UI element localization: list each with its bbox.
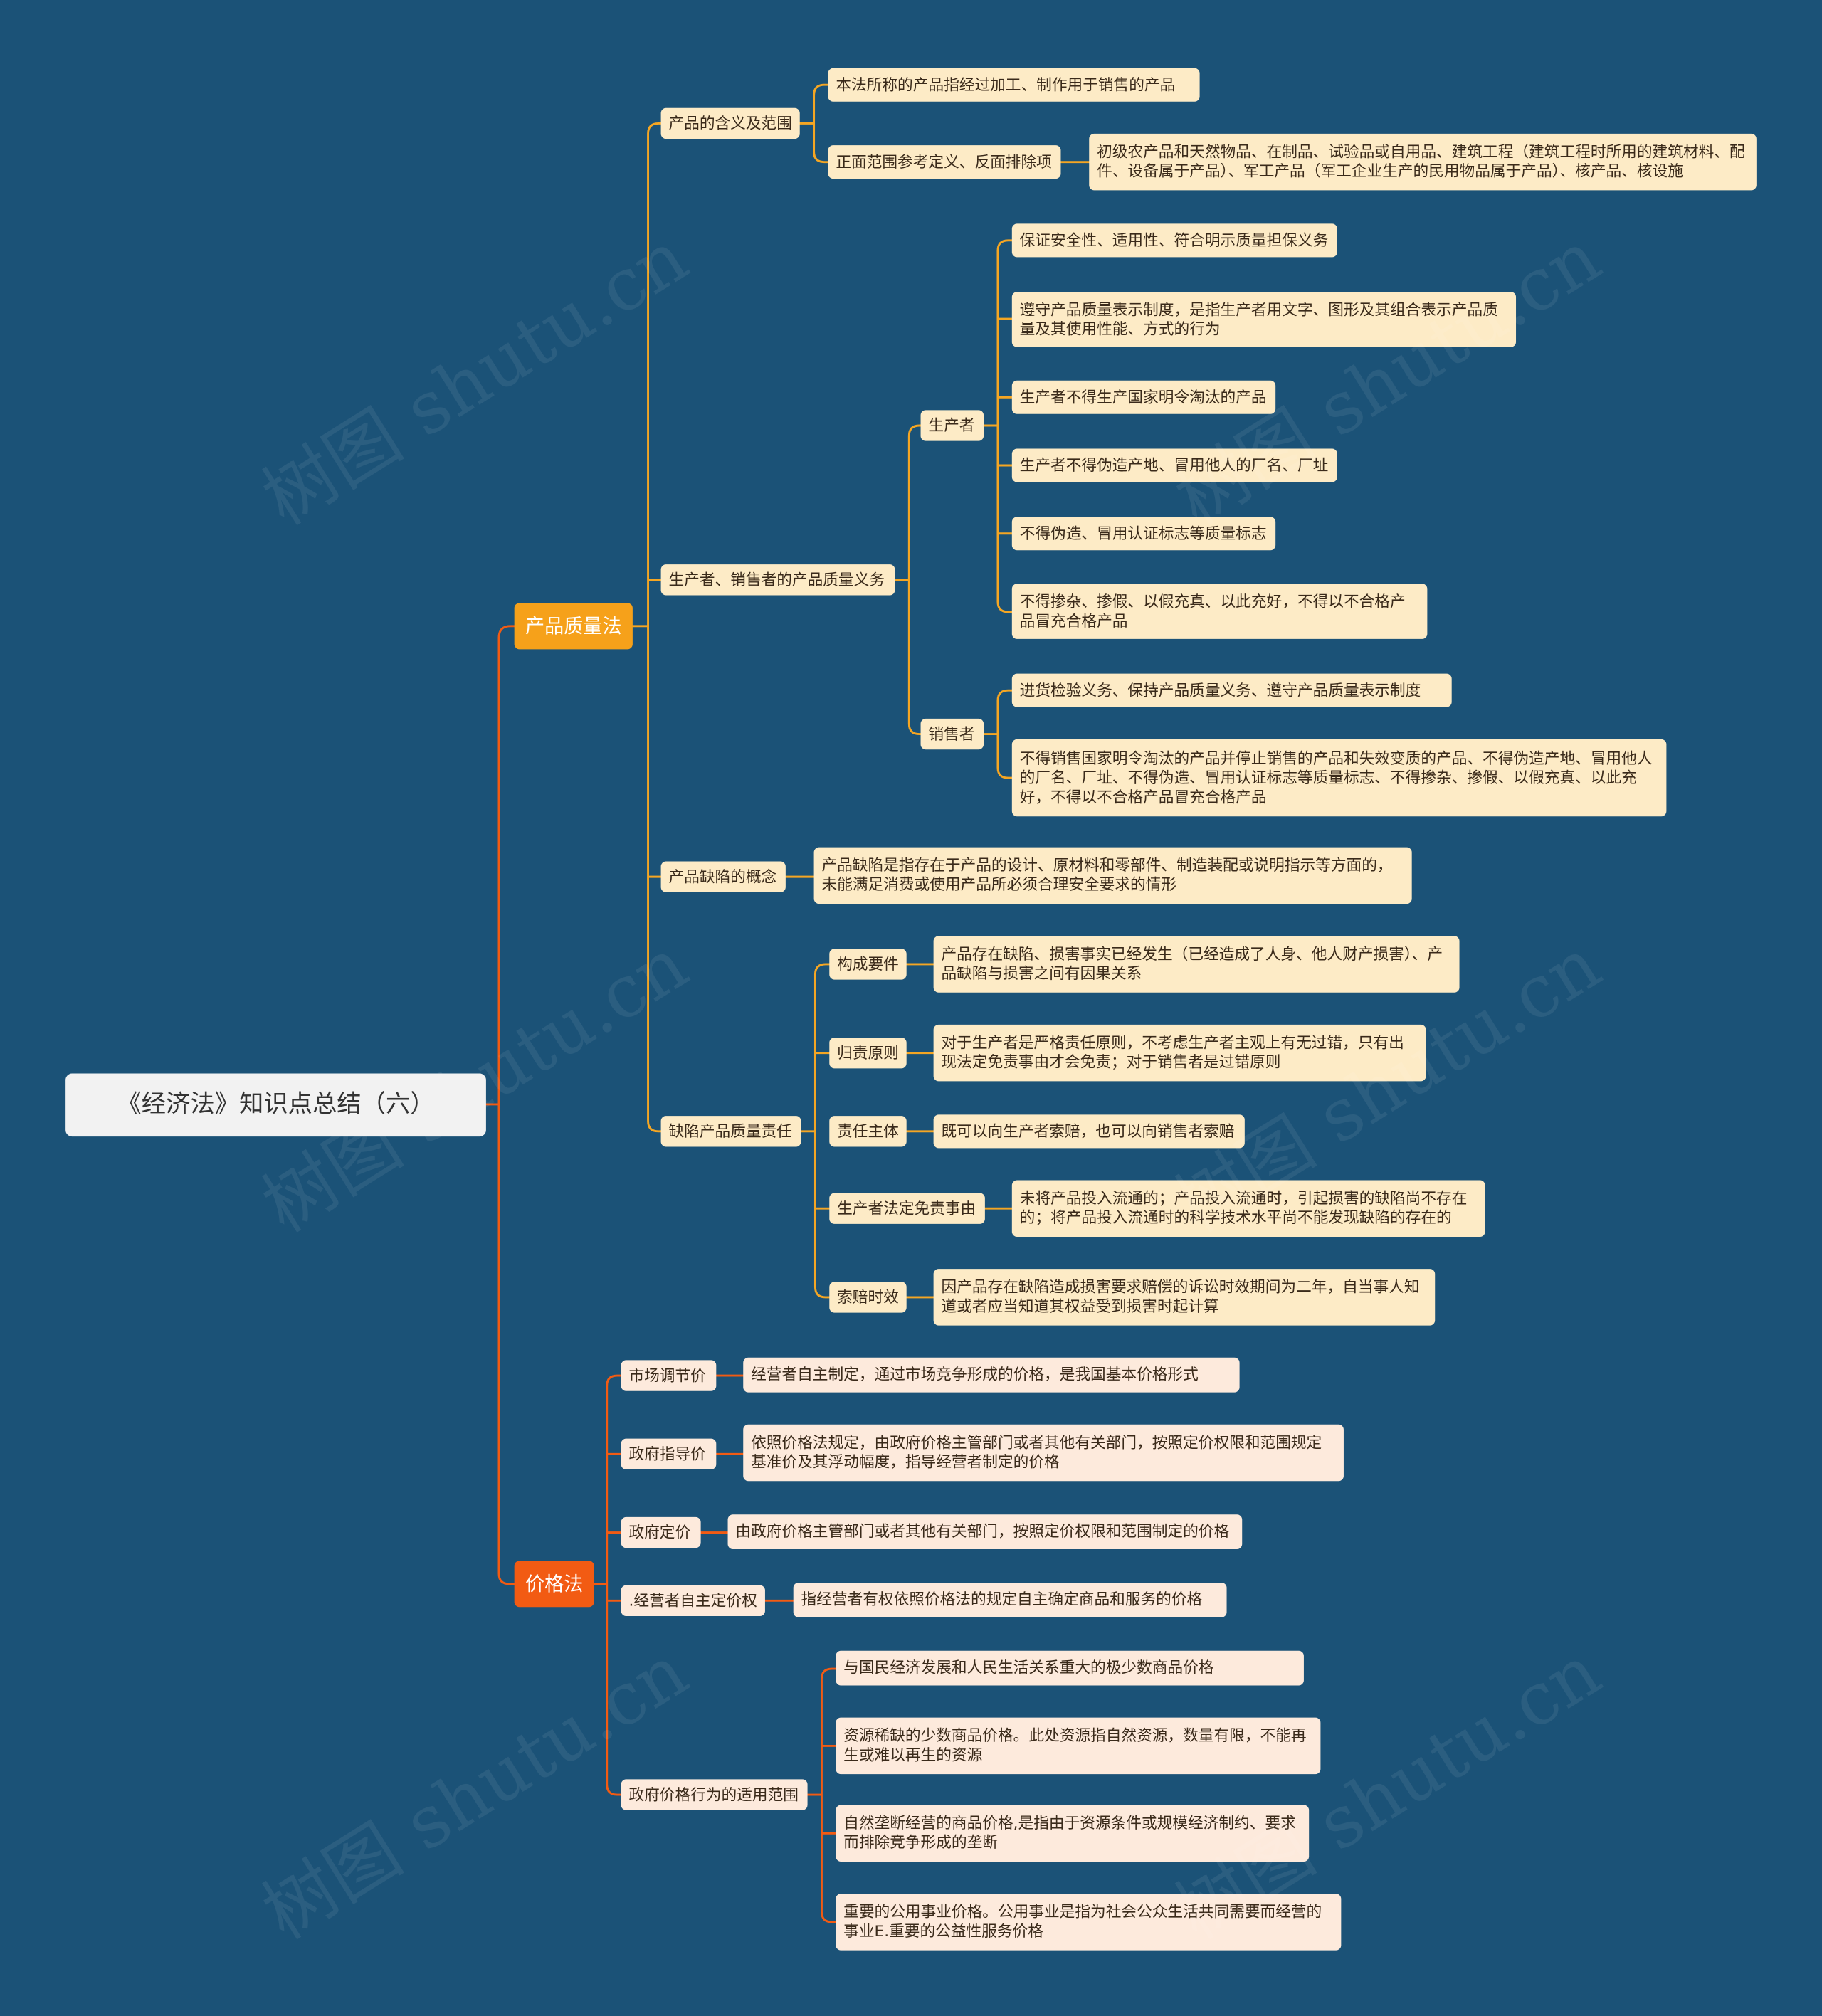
topic-government-set-price[interactable]: 政府定价	[621, 1516, 701, 1548]
leaf-liability-principle[interactable]: 对于生产者是严格责任原则，不考虑生产者主观上有无过错，只有出现法定免责事由才会免…	[933, 1024, 1426, 1082]
leaf-producer-duty-4[interactable]: 生产者不得伪造产地、冒用他人的厂名、厂址	[1011, 448, 1337, 482]
topic-producer-exemption[interactable]: 生产者法定免责事由	[829, 1193, 985, 1224]
leaf-producer-duty-3[interactable]: 生产者不得生产国家明令淘汰的产品	[1011, 380, 1276, 414]
leaf-excluded-items[interactable]: 初级农产品和天然物品、在制品、试验品或自用品、建筑工程（建筑工程时所用的建筑材料…	[1089, 133, 1757, 191]
topic-defect-concept[interactable]: 产品缺陷的概念	[660, 861, 786, 892]
topic-claim-limitation[interactable]: 索赔时效	[829, 1282, 907, 1313]
leaf-claim-limitation[interactable]: 因产品存在缺陷造成损害要求赔偿的诉讼时效期间为二年，自当事人知道或者应当知道其权…	[933, 1269, 1436, 1326]
root-topic[interactable]: 《经济法》知识点总结（六）	[65, 1073, 486, 1137]
branch-product-quality-law[interactable]: 产品质量法	[514, 603, 633, 650]
leaf-price-scope-4[interactable]: 重要的公用事业价格。公用事业是指为社会公众生活共同需要而经营的事业E.重要的公益…	[836, 1894, 1342, 1951]
leaf-producer-exemption[interactable]: 未将产品投入流通的；产品投入流通时，引起损害的缺陷尚不存在的；将产品投入流通时的…	[1011, 1180, 1485, 1237]
topic-government-price-scope[interactable]: 政府价格行为的适用范围	[621, 1779, 808, 1810]
leaf-seller-duty-2[interactable]: 不得销售国家明令淘汰的产品并停止销售的产品和失效变质的产品、不得伪造产地、冒用他…	[1011, 739, 1667, 817]
leaf-product-definition[interactable]: 本法所称的产品指经过加工、制作用于销售的产品	[828, 68, 1200, 102]
topic-market-price[interactable]: 市场调节价	[621, 1360, 717, 1391]
leaf-defect-detail[interactable]: 产品缺陷是指存在于产品的设计、原材料和零部件、制造装配或说明指示等方面的，未能满…	[813, 847, 1412, 904]
leaf-price-scope-3[interactable]: 自然垄断经营的商品价格,是指由于资源条件或规模经济制约、要求而排除竞争形成的垄断	[836, 1805, 1310, 1862]
branch-price-law[interactable]: 价格法	[514, 1561, 594, 1608]
leaf-price-scope-2[interactable]: 资源稀缺的少数商品价格。此处资源指自然资源，数量有限，不能再生或难以再生的资源	[836, 1717, 1321, 1775]
leaf-market-price[interactable]: 经营者自主制定，通过市场竞争形成的价格，是我国基本价格形式	[743, 1357, 1240, 1393]
topic-seller[interactable]: 销售者	[920, 718, 984, 750]
topic-liability-subject[interactable]: 责任主体	[829, 1116, 907, 1147]
leaf-producer-duty-6[interactable]: 不得掺杂、掺假、以假充真、以此充好，不得以不合格产品冒充合格产品	[1011, 584, 1428, 639]
topic-quality-duty[interactable]: 生产者、销售者的产品质量义务	[660, 564, 895, 596]
topic-liability-elements[interactable]: 构成要件	[829, 949, 907, 980]
leaf-producer-duty-1[interactable]: 保证安全性、适用性、符合明示质量担保义务	[1011, 223, 1337, 258]
topic-product-scope[interactable]: 产品的含义及范围	[660, 107, 800, 139]
topic-government-guided-price[interactable]: 政府指导价	[621, 1438, 717, 1469]
leaf-operator-pricing-right[interactable]: 指经营者有权依照价格法的规定自主确定商品和服务的价格	[793, 1582, 1227, 1617]
leaf-government-guided-price[interactable]: 依照价格法规定，由政府价格主管部门或者其他有关部门，按照定价权限和范围规定基准价…	[743, 1424, 1344, 1482]
leaf-liability-elements[interactable]: 产品存在缺陷、损害事实已经发生（已经造成了人身、他人财产损害）、产品缺陷与损害之…	[933, 936, 1460, 993]
topic-operator-pricing-right[interactable]: .经营者自主定价权	[621, 1585, 765, 1616]
leaf-liability-subject[interactable]: 既可以向生产者索赔，也可以向销售者索赔	[933, 1114, 1245, 1149]
topic-liability-principle[interactable]: 归责原则	[829, 1037, 907, 1069]
topic-scope-reference[interactable]: 正面范围参考定义、反面排除项	[828, 145, 1061, 179]
topic-producer[interactable]: 生产者	[920, 410, 984, 441]
leaf-government-set-price[interactable]: 由政府价格主管部门或者其他有关部门，按照定价权限和范围制定的价格	[727, 1514, 1243, 1550]
leaf-producer-duty-5[interactable]: 不得伪造、冒用认证标志等质量标志	[1011, 517, 1276, 551]
leaf-price-scope-1[interactable]: 与国民经济发展和人民生活关系重大的极少数商品价格	[836, 1650, 1304, 1686]
leaf-seller-duty-1[interactable]: 进货检验义务、保持产品质量义务、遵守产品质量表示制度	[1011, 673, 1452, 707]
topic-defect-liability[interactable]: 缺陷产品质量责任	[660, 1116, 801, 1147]
leaf-producer-duty-2[interactable]: 遵守产品质量表示制度，是指生产者用文字、图形及其组合表示产品质量及其使用性能、方…	[1011, 292, 1517, 347]
